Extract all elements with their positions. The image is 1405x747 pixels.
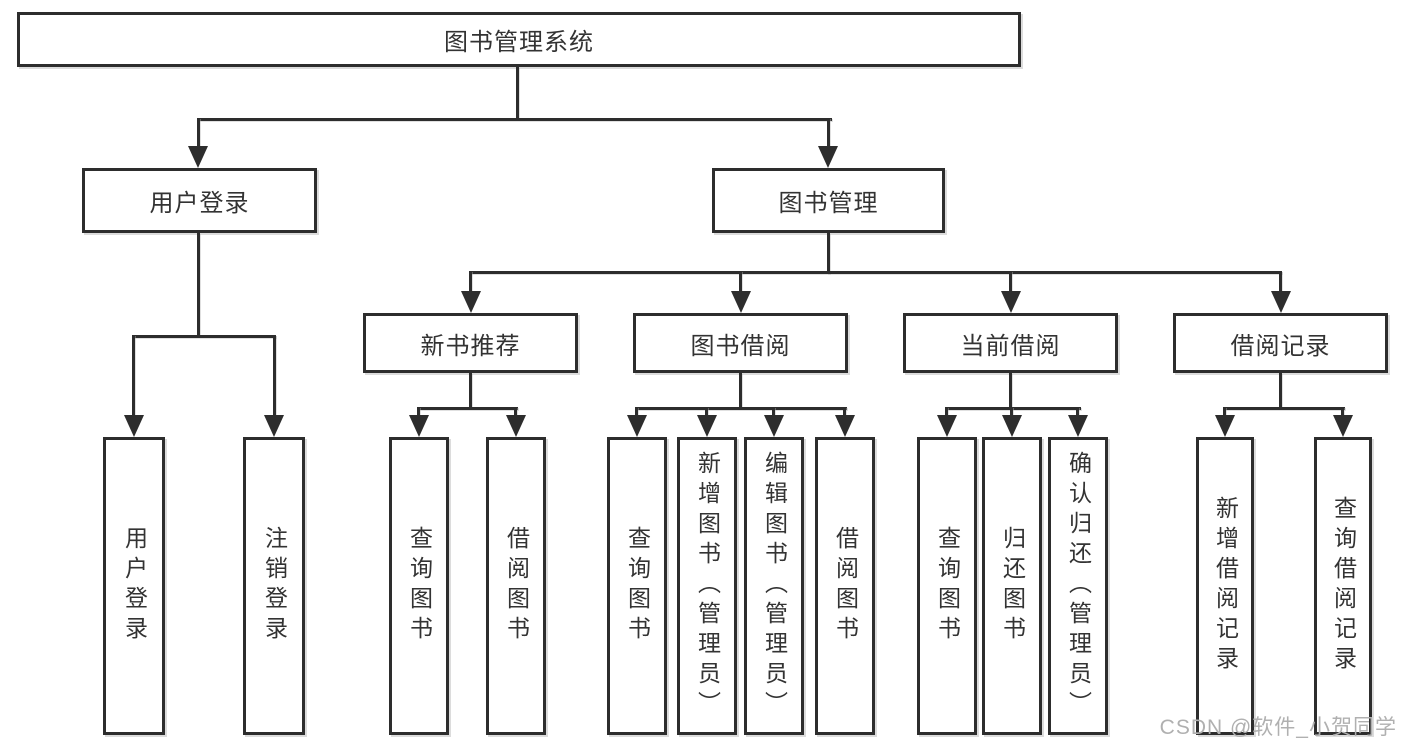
node-book-borrow-label: 图书借阅 <box>690 332 791 360</box>
arrowhead <box>409 415 429 437</box>
connector-line <box>1341 407 1344 419</box>
node-library-system: 图书管理系统 <box>17 12 1021 67</box>
leaf-user-login: 用户登录 <box>103 437 165 735</box>
leaf-edit-books-admin-label: 编辑图书（管理员） <box>761 451 788 721</box>
arrowhead <box>731 291 751 313</box>
connector-line <box>469 373 472 409</box>
leaf-query-books-recommend: 查询图书 <box>389 437 449 735</box>
leaf-borrow-books-recommend-label: 借阅图书 <box>503 526 530 646</box>
leaf-borrow-books-label: 借阅图书 <box>832 526 859 646</box>
connector-line <box>705 407 708 419</box>
leaf-borrow-books: 借阅图书 <box>815 437 875 735</box>
node-user-login: 用户登录 <box>82 168 317 233</box>
connector-line <box>827 118 830 150</box>
leaf-query-books-borrow-label: 查询图书 <box>624 526 651 646</box>
connector-line <box>516 67 519 118</box>
connector-line <box>197 118 832 121</box>
node-library-system-label: 图书管理系统 <box>444 29 594 56</box>
node-borrow-records: 借阅记录 <box>1173 313 1388 373</box>
leaf-query-books-recommend-label: 查询图书 <box>406 526 433 646</box>
leaf-add-books-admin-label: 新增图书（管理员） <box>694 451 721 721</box>
connector-line <box>739 271 742 295</box>
leaf-return-books-label: 归还图书 <box>999 526 1026 646</box>
arrowhead <box>937 415 957 437</box>
connector-line <box>1009 373 1012 409</box>
connector-line <box>273 335 276 417</box>
node-new-book-recommend: 新书推荐 <box>363 313 578 373</box>
node-current-borrow-label: 当前借阅 <box>960 332 1061 360</box>
connector-line <box>132 335 135 417</box>
leaf-logout: 注销登录 <box>243 437 305 735</box>
connector-line <box>1010 407 1013 419</box>
leaf-add-borrow-record-label: 新增借阅记录 <box>1212 496 1239 676</box>
leaf-edit-books-admin: 编辑图书（管理员） <box>744 437 804 735</box>
arrowhead <box>1333 415 1353 437</box>
connector-line <box>843 407 846 419</box>
leaf-query-books-borrow: 查询图书 <box>607 437 667 735</box>
node-borrow-records-label: 借阅记录 <box>1230 332 1331 360</box>
connector-line <box>1076 407 1079 419</box>
node-current-borrow: 当前借阅 <box>903 313 1118 373</box>
connector-line <box>772 407 775 419</box>
arrowhead <box>124 415 144 437</box>
arrowhead <box>461 291 481 313</box>
arrowhead <box>1271 291 1291 313</box>
node-new-book-recommend-label: 新书推荐 <box>420 332 521 360</box>
connector-line <box>469 271 1282 274</box>
connector-line <box>469 271 472 295</box>
node-book-management: 图书管理 <box>712 168 945 233</box>
arrowhead <box>1002 415 1022 437</box>
leaf-logout-label: 注销登录 <box>261 526 288 646</box>
arrowhead <box>835 415 855 437</box>
leaf-return-books: 归还图书 <box>982 437 1042 735</box>
arrowhead <box>697 415 717 437</box>
connector-line <box>635 407 638 419</box>
connector-line <box>635 407 847 410</box>
leaf-query-borrow-record-label: 查询借阅记录 <box>1330 496 1357 676</box>
arrowhead <box>1068 415 1088 437</box>
leaf-borrow-books-recommend: 借阅图书 <box>486 437 546 735</box>
leaf-confirm-return-admin-label: 确认归还（管理员） <box>1065 451 1092 721</box>
node-user-login-label: 用户登录 <box>149 190 250 217</box>
node-book-borrow: 图书借阅 <box>633 313 848 373</box>
connector-line <box>945 407 1081 410</box>
leaf-add-books-admin: 新增图书（管理员） <box>677 437 737 735</box>
watermark: CSDN @软件_小贺同学 <box>1159 716 1397 739</box>
connector-line <box>197 233 200 337</box>
connector-line <box>1279 373 1282 409</box>
connector-line <box>1223 407 1345 410</box>
node-book-management-label: 图书管理 <box>778 190 879 217</box>
connector-line <box>197 118 200 150</box>
connector-line <box>417 407 518 410</box>
leaf-add-borrow-record: 新增借阅记录 <box>1196 437 1254 735</box>
connector-line <box>945 407 948 419</box>
arrowhead <box>1001 291 1021 313</box>
connector-line <box>1009 271 1012 295</box>
connector-line <box>1279 271 1282 295</box>
leaf-query-borrow-record: 查询借阅记录 <box>1314 437 1372 735</box>
arrowhead <box>188 146 208 168</box>
arrowhead <box>1215 415 1235 437</box>
connector-line <box>827 233 830 274</box>
leaf-confirm-return-admin: 确认归还（管理员） <box>1048 437 1108 735</box>
connector-line <box>739 373 742 409</box>
leaf-user-login-label: 用户登录 <box>121 526 148 646</box>
arrowhead <box>818 146 838 168</box>
connector-line <box>1223 407 1226 419</box>
arrowhead <box>264 415 284 437</box>
connector-line <box>514 407 517 419</box>
connector-line <box>417 407 420 419</box>
arrowhead <box>764 415 784 437</box>
leaf-query-books-current-label: 查询图书 <box>934 526 961 646</box>
arrowhead <box>506 415 526 437</box>
arrowhead <box>627 415 647 437</box>
connector-line <box>132 335 276 338</box>
leaf-query-books-current: 查询图书 <box>917 437 977 735</box>
